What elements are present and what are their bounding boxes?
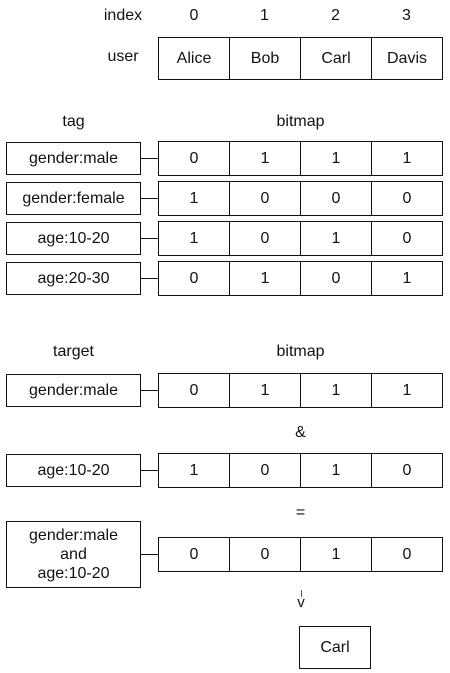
index-3: 3 — [402, 7, 411, 24]
bit-cell: 0 — [300, 181, 372, 216]
result-user-box: Carl — [299, 626, 371, 669]
bit-cell: 0 — [158, 261, 230, 296]
bit-cell: 0 — [229, 221, 301, 256]
result-tag-line-3: age:10-20 — [37, 565, 110, 582]
bit-cell: 0 — [371, 181, 443, 216]
index-2: 2 — [331, 7, 340, 24]
user-cell-davis: Davis — [371, 37, 443, 80]
tag-box-gender-female: gender:female — [6, 182, 141, 215]
user-cell-alice: Alice — [158, 37, 230, 80]
bit-cell: 1 — [371, 373, 443, 408]
bit-cell: 1 — [371, 261, 443, 296]
bit-cell: 0 — [158, 537, 230, 572]
bit-cell: 0 — [371, 453, 443, 488]
result-tag-line-2: and — [60, 546, 87, 563]
bit-cell: 1 — [300, 221, 372, 256]
bit-cell: 0 — [158, 373, 230, 408]
bitmap-heading-1: bitmap — [276, 113, 325, 130]
arrow-head: v — [297, 594, 305, 611]
result-tag-line-1: gender:male — [29, 527, 118, 544]
user-cell-bob: Bob — [229, 37, 301, 80]
bit-cell: 1 — [158, 181, 230, 216]
bit-cell: 0 — [229, 181, 301, 216]
arrow-shaft — [300, 590, 302, 597]
bit-cell: 0 — [300, 261, 372, 296]
user-label: user — [107, 48, 139, 65]
target-box-gender-male: gender:male — [6, 374, 141, 407]
bit-cell: 1 — [300, 453, 372, 488]
tag-heading: tag — [62, 113, 85, 130]
tag-box-gender-male: gender:male — [6, 142, 141, 175]
bit-cell: 1 — [229, 141, 301, 176]
bit-cell: 1 — [371, 141, 443, 176]
bit-cell: 0 — [371, 537, 443, 572]
bit-cell: 1 — [158, 221, 230, 256]
and-operator: & — [295, 424, 306, 441]
bit-cell: 1 — [300, 141, 372, 176]
bit-cell: 0 — [158, 141, 230, 176]
down-arrow-icon: v — [286, 590, 316, 611]
bit-cell: 0 — [371, 221, 443, 256]
target-box-age-10-20: age:10-20 — [6, 454, 141, 487]
index-1: 1 — [260, 7, 269, 24]
bitmap-heading-2: bitmap — [276, 343, 325, 360]
target-heading: target — [53, 343, 94, 360]
bit-cell: 1 — [158, 453, 230, 488]
user-cell-carl: Carl — [300, 37, 372, 80]
result-tag-box: gender:male and age:10-20 — [6, 521, 141, 588]
bit-cell: 0 — [229, 453, 301, 488]
bit-cell: 1 — [300, 373, 372, 408]
bit-cell: 1 — [229, 261, 301, 296]
equals-operator: = — [295, 504, 306, 521]
index-0: 0 — [189, 7, 199, 24]
bit-cell: 1 — [229, 373, 301, 408]
index-label: index — [103, 7, 143, 24]
tag-box-age-20-30: age:20-30 — [6, 262, 141, 295]
tag-box-age-10-20: age:10-20 — [6, 222, 141, 255]
bit-cell: 1 — [300, 537, 372, 572]
bit-cell: 0 — [229, 537, 301, 572]
